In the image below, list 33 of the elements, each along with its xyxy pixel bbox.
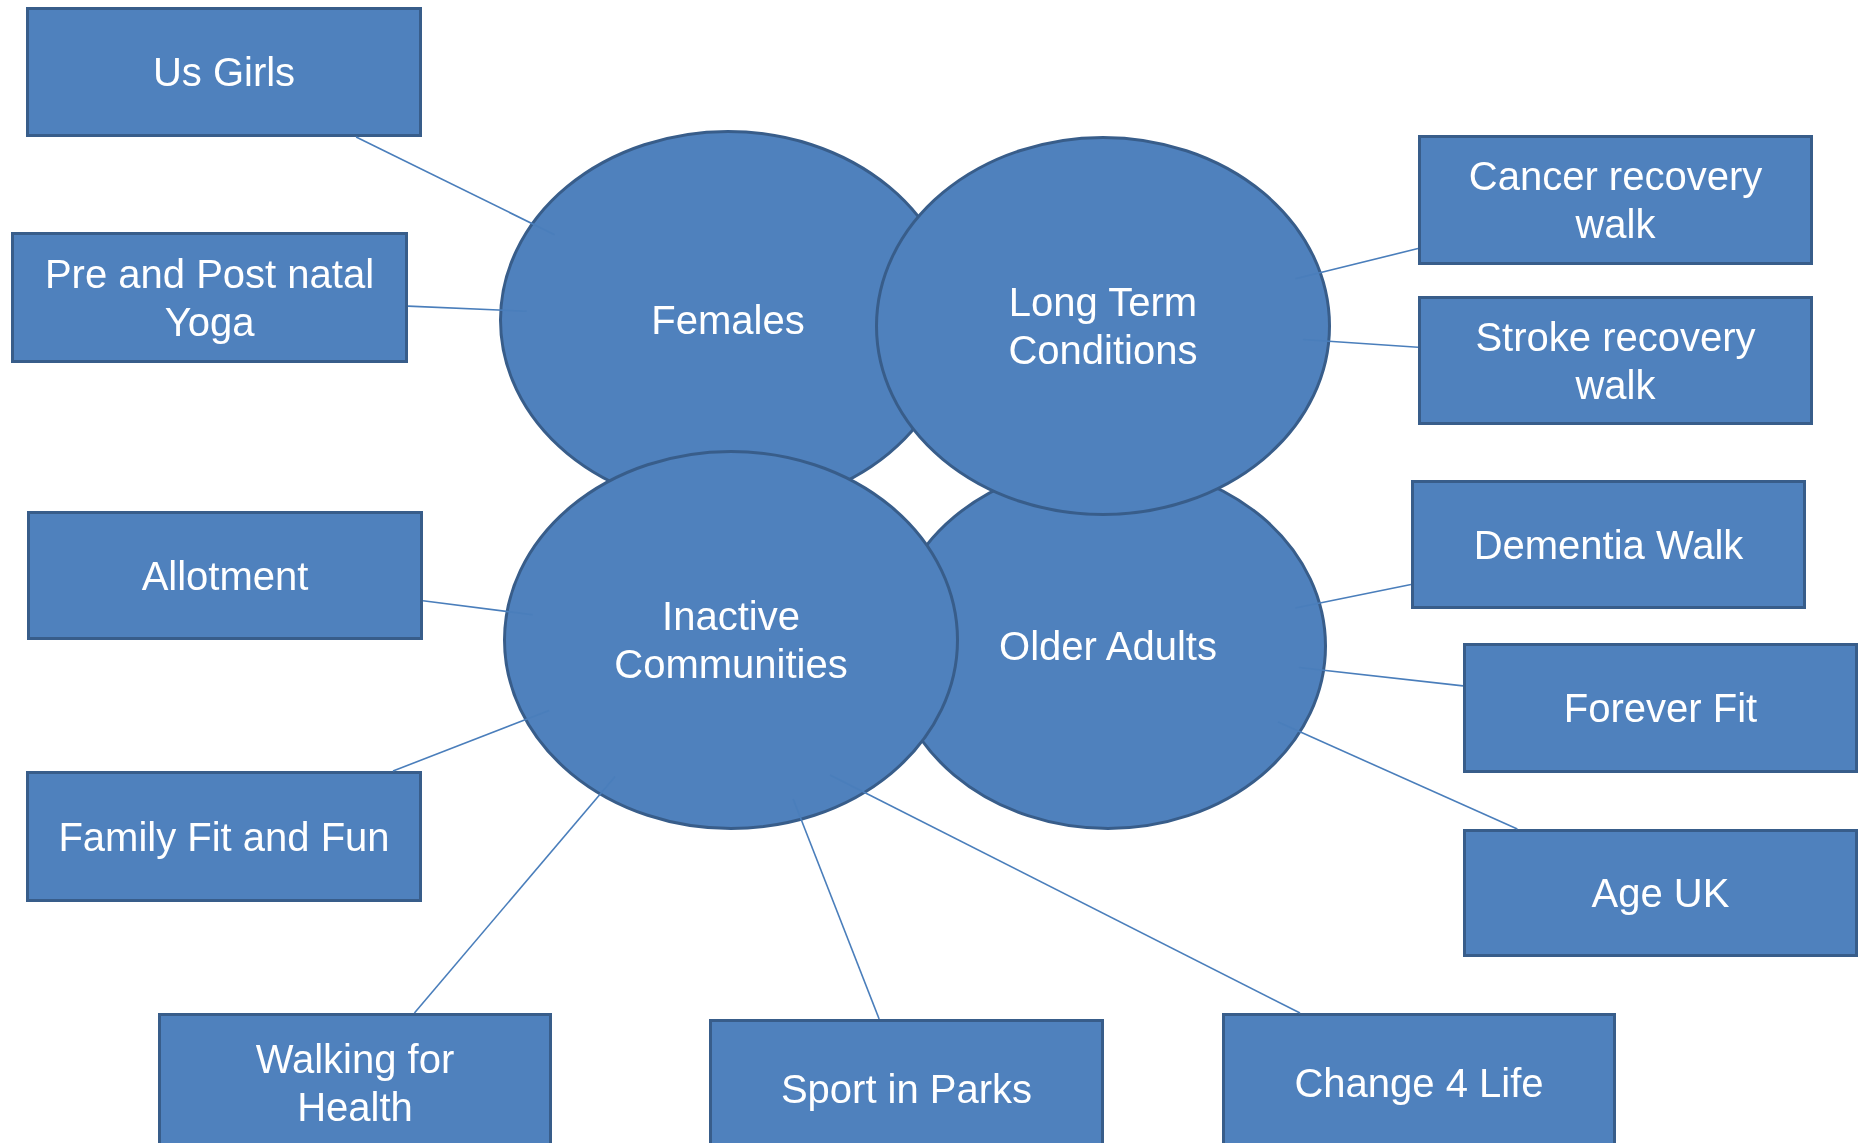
node-label: Inactive Communities	[613, 593, 849, 688]
node-label: Females	[651, 297, 805, 344]
programme-box	[1418, 296, 1813, 425]
node-label: Family Fit and Fun	[58, 813, 390, 861]
node-label: Us Girls	[152, 49, 296, 96]
node-label: Walking for Health	[254, 1036, 456, 1131]
node-label: Pre and Post natal Yoga	[43, 250, 376, 346]
programme-box	[158, 1013, 552, 1143]
programme-box	[26, 771, 422, 902]
programme-box	[27, 511, 423, 640]
connector-line	[1298, 666, 1464, 687]
programme-box	[1222, 1013, 1616, 1143]
connector-line	[1277, 721, 1519, 830]
connector-line	[829, 774, 1301, 1014]
programme-box	[1411, 480, 1806, 609]
node-label: Age UK	[1591, 870, 1730, 917]
node-label: Older Adults	[999, 623, 1217, 670]
connector-line	[392, 709, 550, 772]
node-label: Dementia Walk	[1473, 521, 1744, 569]
programme-box	[1463, 829, 1858, 957]
node-label: Cancer recovery walk	[1467, 153, 1764, 248]
node-label: Sport in Parks	[780, 1066, 1033, 1113]
node-label: Change 4 Life	[1294, 1060, 1544, 1107]
programme-box	[26, 7, 422, 137]
programme-box	[1463, 643, 1858, 773]
node-label: Stroke recovery walk	[1474, 313, 1757, 409]
node-label: Forever Fit	[1563, 685, 1758, 732]
node-label: Allotment	[141, 552, 309, 600]
programme-box	[709, 1019, 1104, 1143]
programme-box	[11, 232, 408, 363]
node-label: Long Term Conditions	[1007, 279, 1199, 374]
connector-line	[413, 775, 616, 1014]
programme-box	[1418, 135, 1813, 265]
